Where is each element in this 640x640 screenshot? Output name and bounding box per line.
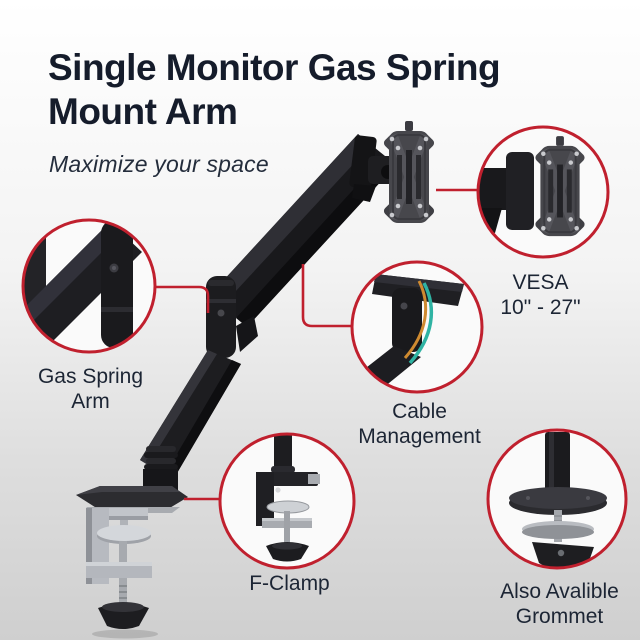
gas-spring-connector-line	[155, 285, 210, 313]
vesa-callout-circle	[476, 125, 610, 259]
f-clamp-closeup	[256, 434, 320, 562]
grommet-label: Also Avalible Grommet	[500, 580, 619, 628]
f-clamp-callout-circle	[218, 432, 356, 570]
page-title-line1: Single Monitor Gas Spring	[48, 47, 501, 88]
gas-spring-arm-label: Gas Spring Arm	[37, 365, 144, 413]
vesa-label: VESA 10" - 27"	[500, 271, 581, 319]
grommet-mount-closeup	[509, 432, 607, 568]
monitor-arm-illustration	[76, 121, 436, 639]
gas-spring-joint-closeup	[23, 220, 142, 348]
cable-management-label: Cable Management	[358, 400, 481, 448]
grommet-callout-circle	[486, 428, 628, 570]
page-title: Single Monitor Gas Spring Mount Arm	[48, 46, 588, 135]
callout-connectors	[155, 188, 479, 501]
vesa-plate-closeup	[478, 136, 586, 237]
arm-head-hinge	[349, 135, 395, 202]
gas-spring-arm-callout-circle	[21, 218, 157, 354]
vesa-plate	[382, 121, 435, 224]
c-clamp	[86, 508, 158, 639]
page-subtitle: Maximize your space	[49, 151, 269, 177]
f-clamp-label: F-Clamp	[249, 572, 330, 595]
page-title-line2: Mount Arm	[48, 91, 238, 133]
elbow-joint	[206, 276, 258, 358]
cable-connector-line	[301, 264, 352, 328]
